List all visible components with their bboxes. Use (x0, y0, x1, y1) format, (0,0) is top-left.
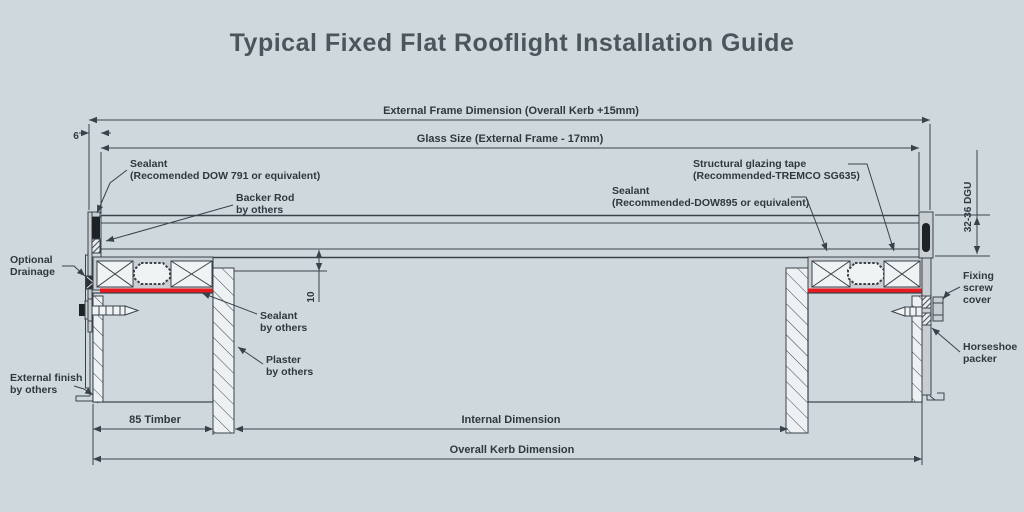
dimension-label-timber: 85 Timber (129, 414, 181, 426)
fixing-screw-cover-part (932, 296, 944, 322)
leader-sealant-by-others (201, 292, 258, 315)
leader-plaster-by-others (237, 346, 264, 365)
callout-horseshoe-packer-line1: Horseshoe (963, 341, 1017, 353)
callout-optional-drainage-line2: Drainage (10, 266, 55, 278)
sealant-tape-right (808, 288, 922, 293)
callout-plaster-by-others-line1: Plaster (266, 354, 301, 366)
dimension-label-dgu: 32-36 DGU (963, 182, 974, 233)
leader-sealant-inner (791, 196, 828, 252)
horseshoe-packer-top (921, 295, 932, 309)
dimension-label-overall-kerb: Overall Kerb Dimension (450, 444, 575, 456)
sealant-tape-left (100, 288, 213, 293)
callout-sealant-by-others-line2: by others (260, 322, 307, 334)
callout-backer-rod-line1: Backer Rod (236, 192, 294, 204)
callout-optional-drainage-line1: Optional (10, 254, 53, 266)
frame-edge-profile (87, 211, 93, 333)
callout-sealant-inner-line1: Sealant (612, 185, 650, 197)
leader-external-finish (73, 385, 94, 396)
dimension-label-external-frame: External Frame Dimension (Overall Kerb +… (383, 105, 639, 117)
callout-leaders (62, 163, 961, 396)
callout-horseshoe-packer-line2: packer (963, 353, 997, 365)
external-finish-foot-right (926, 392, 945, 401)
thermal-break-profile-right (847, 262, 885, 285)
callout-sealant-outer-line2: (Recomended DOW 791 or equivalent) (130, 170, 320, 182)
callout-backer-rod-line2: by others (236, 204, 283, 216)
callout-labels: Sealant (Recomended DOW 791 or equivalen… (10, 158, 1017, 396)
glass-unit (100, 214, 919, 259)
left-kerb-assembly (75, 211, 235, 434)
plaster-right (785, 267, 809, 434)
gap-dimension: 10 (234, 250, 327, 303)
dimension-label-edge-gap: 6 (73, 131, 79, 142)
backer-rod (91, 238, 101, 254)
callout-plaster-by-others-line2: by others (266, 366, 313, 378)
dimension-label-internal: Internal Dimension (461, 414, 560, 426)
dimension-label-gap: 10 (306, 291, 317, 303)
fixing-screw-left (79, 298, 140, 322)
callout-glazing-tape-line1: Structural glazing tape (693, 158, 806, 170)
leader-backer-rod (105, 204, 234, 242)
callout-fixing-screw-cover-line3: cover (963, 294, 991, 306)
callout-sealant-outer-line1: Sealant (130, 158, 168, 170)
leader-horseshoe-packer (931, 327, 961, 353)
callout-fixing-screw-cover-line1: Fixing (963, 270, 994, 282)
dgu-dimension: 32-36 DGU (935, 150, 990, 257)
callout-external-finish-line1: External finish (10, 372, 82, 384)
callout-sealant-by-others-line1: Sealant (260, 310, 298, 322)
callout-sealant-inner-line2: (Recommended-DOW895 or equivalent) (612, 197, 809, 209)
right-kerb-assembly (785, 211, 945, 434)
fixing-screw-right (890, 306, 923, 317)
leader-glazing-tape (848, 163, 895, 252)
edge-sealant (92, 217, 100, 239)
dimension-label-glass-size: Glass Size (External Frame - 17mm) (417, 133, 604, 145)
callout-glazing-tape-line2: (Recommended-TREMCO SG635) (693, 170, 860, 182)
page-title: Typical Fixed Flat Rooflight Installatio… (230, 29, 795, 57)
callout-fixing-screw-cover-line2: screw (963, 282, 994, 294)
leader-optional-drainage (62, 265, 86, 277)
leader-sealant-outer (96, 169, 128, 214)
leader-fixing-screw-cover (942, 286, 961, 300)
horseshoe-packer-bottom (921, 312, 932, 326)
top-dimensions: External Frame Dimension (Overall Kerb +… (73, 105, 931, 214)
callout-external-finish-line2: by others (10, 384, 57, 396)
fixing-channel (921, 257, 932, 396)
thermal-break-profile (133, 262, 171, 285)
plaster-left (212, 267, 235, 434)
edge-seal-right (922, 223, 930, 252)
bottom-dimensions: 85 Timber Internal Dimension Overall Ker… (92, 400, 923, 465)
